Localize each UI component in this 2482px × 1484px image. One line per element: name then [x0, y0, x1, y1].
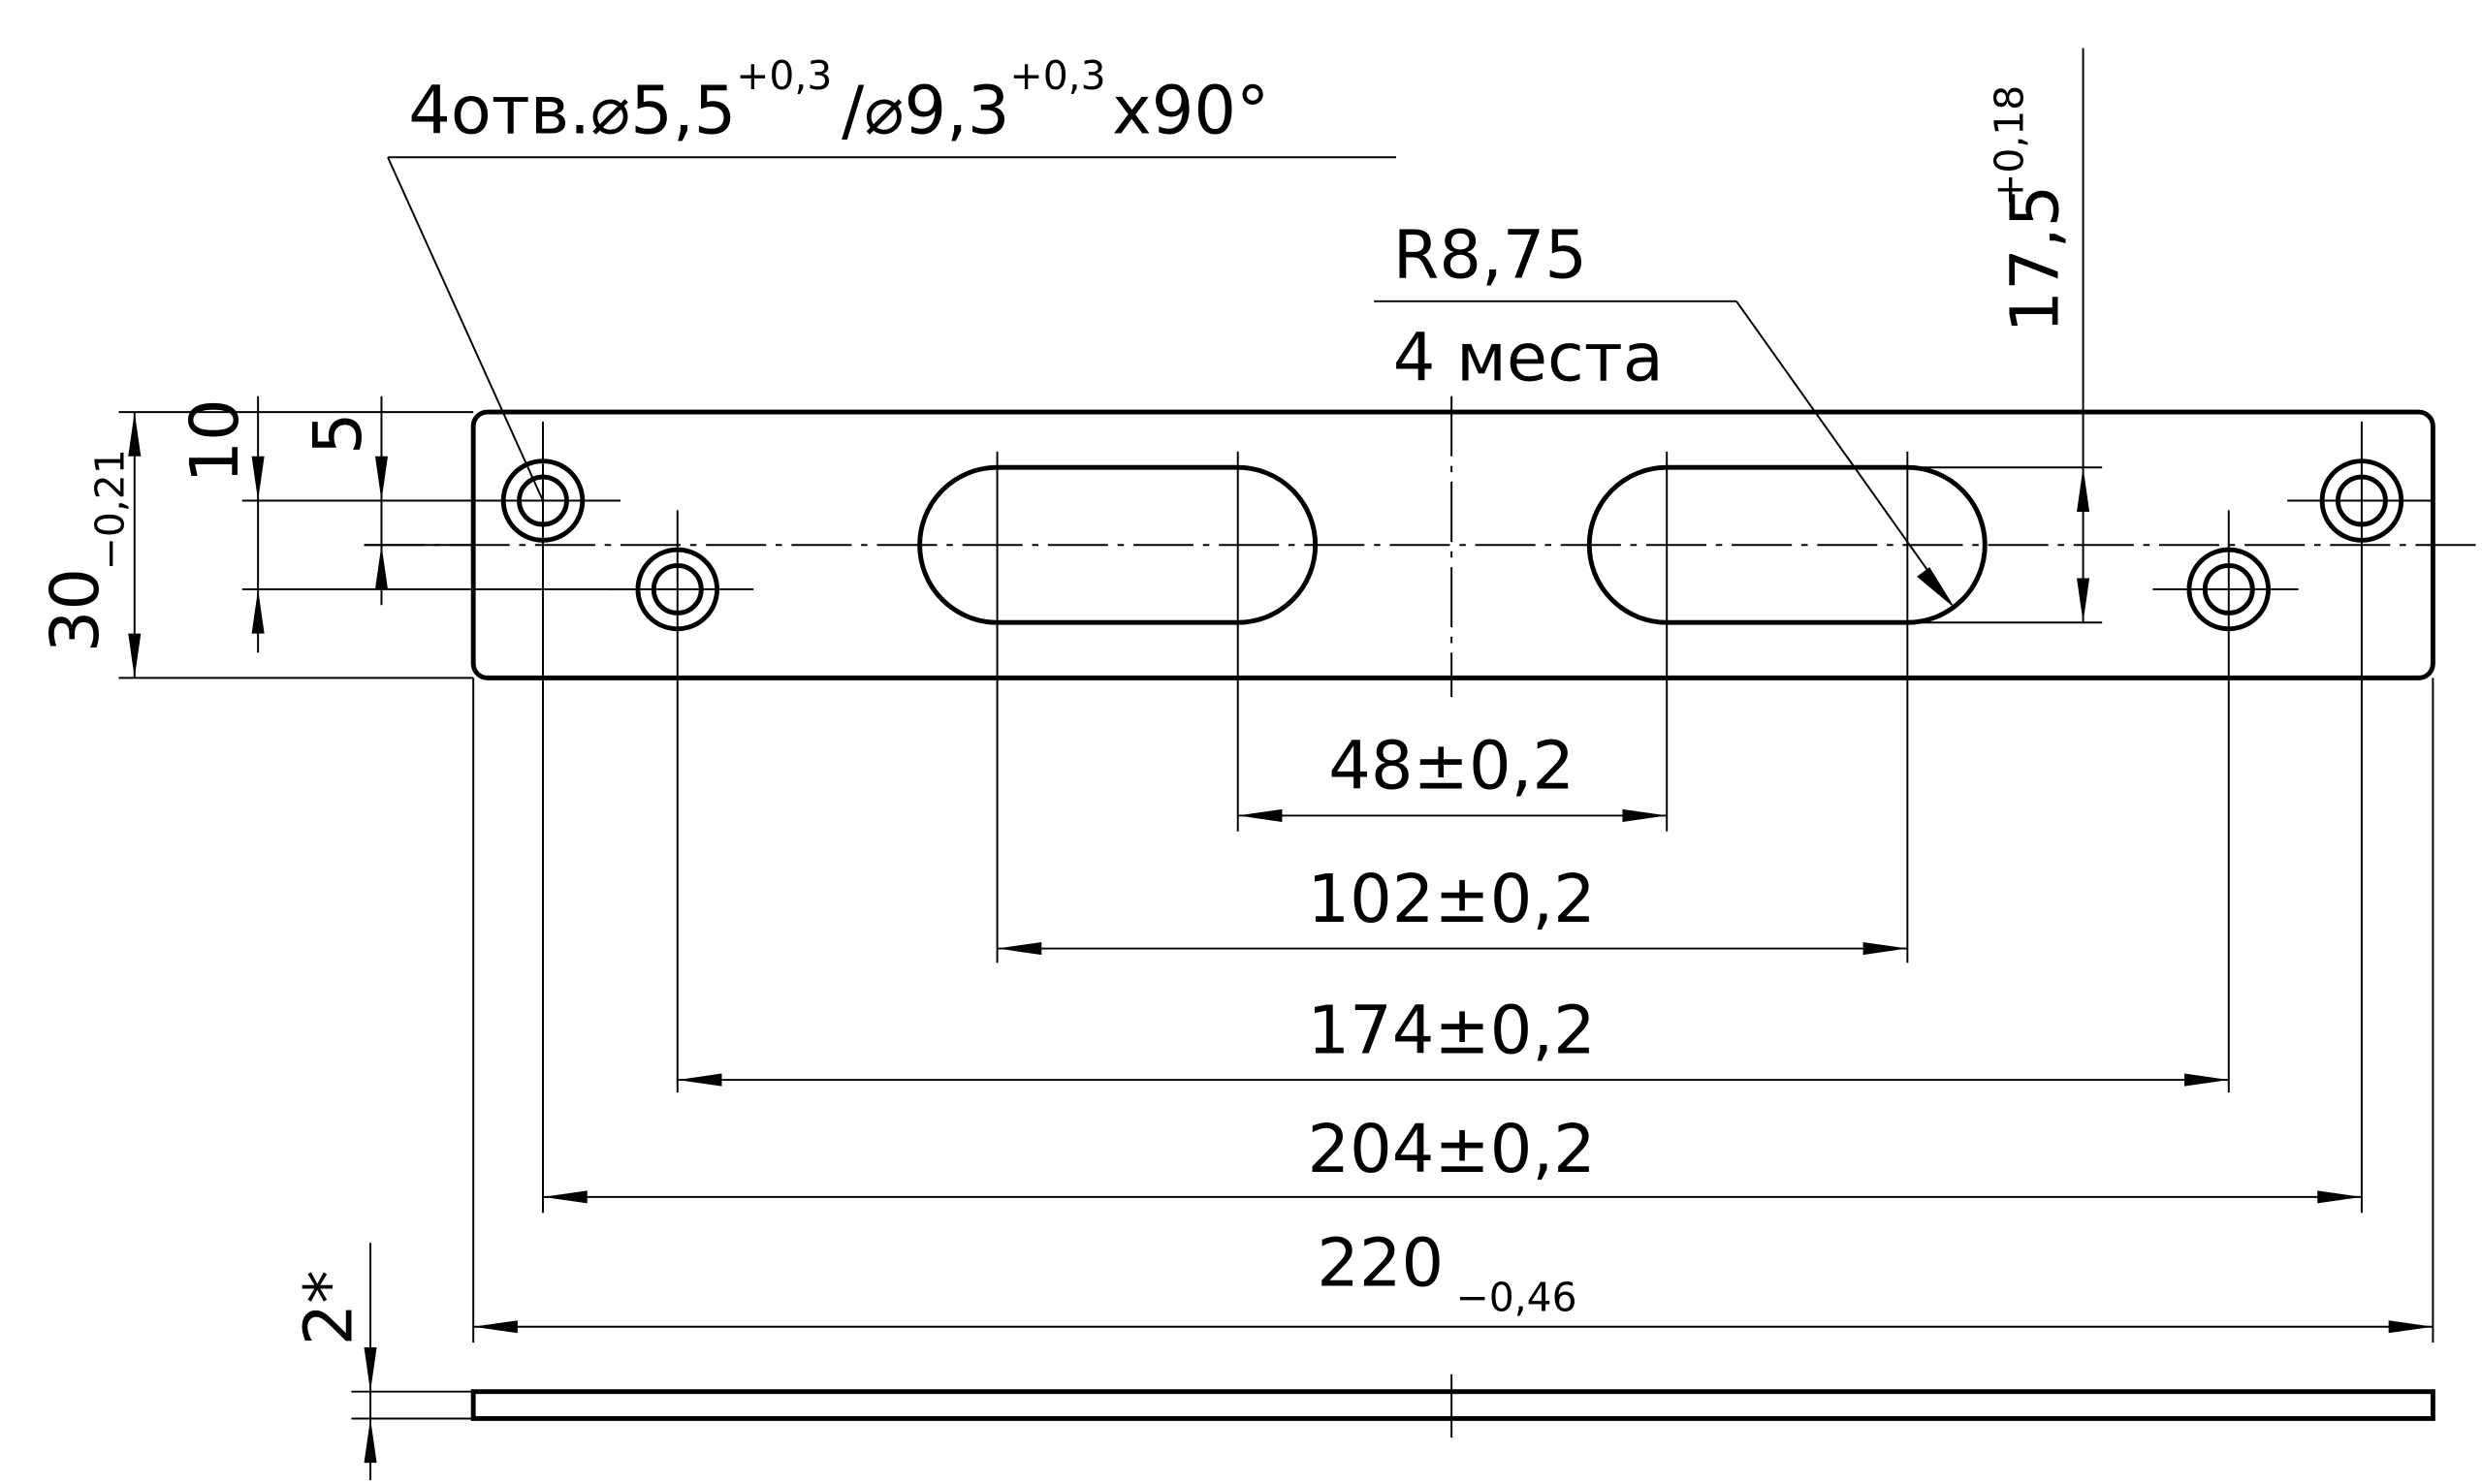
dimension-17-5-tolerance: +0,18 [1987, 85, 2033, 206]
side-view-outline [470, 1389, 2435, 1421]
dimension-174-label: 174±0,2 [1307, 992, 1595, 1069]
dimension-48-label: 48±0,2 [1328, 728, 1575, 805]
dimension-102-label: 102±0,2 [1307, 861, 1595, 938]
extension-lines [118, 411, 2434, 1420]
radius-count: 4 места [1393, 319, 1664, 396]
dimension-220-label: 220 [1317, 1224, 1444, 1302]
hole-3 [2152, 547, 2299, 632]
dimension-thickness: 2* [290, 1243, 377, 1481]
hole-callout-mid: /⌀9,3 [842, 73, 1009, 150]
dimension-30-label: 30 [37, 568, 114, 652]
dimension-204: 204±0,2 [543, 1111, 2362, 1204]
dimension-5: 5 [300, 395, 388, 606]
hole-4 [2287, 458, 2432, 543]
dimension-5-label: 5 [300, 413, 377, 456]
dimension-10: 10 [176, 395, 265, 653]
hole-callout-suffix: x90° [1112, 73, 1269, 150]
hole-callout-tol1: +0,3 [736, 52, 832, 99]
hole-callout-prefix: 4отв.⌀5,5 [408, 73, 736, 150]
dimension-30: 30 −0,21 [37, 412, 142, 679]
dimension-10-label: 10 [176, 398, 254, 483]
radius-value: R8,75 [1393, 216, 1587, 294]
dimension-174: 174±0,2 [677, 992, 2229, 1087]
thickness-label: 2* [290, 1270, 367, 1345]
dimension-102: 102±0,2 [997, 861, 1908, 956]
radius-callout: R8,75 4 места [1374, 216, 1956, 609]
hole-callout-tol2: +0,3 [1010, 52, 1106, 99]
plate-outline [470, 409, 2435, 680]
dimension-220-tolerance: −0,46 [1456, 1274, 1577, 1320]
dimension-30-tolerance: −0,21 [86, 449, 133, 570]
dimension-204-label: 204±0,2 [1307, 1111, 1595, 1188]
dimension-48: 48±0,2 [1237, 728, 1668, 822]
dimension-17-5-label: 17,5 [1996, 185, 2074, 333]
dimension-220: 220 −0,46 [473, 1224, 2434, 1334]
dimension-17-5: 17,5 +0,18 [1987, 47, 2090, 623]
